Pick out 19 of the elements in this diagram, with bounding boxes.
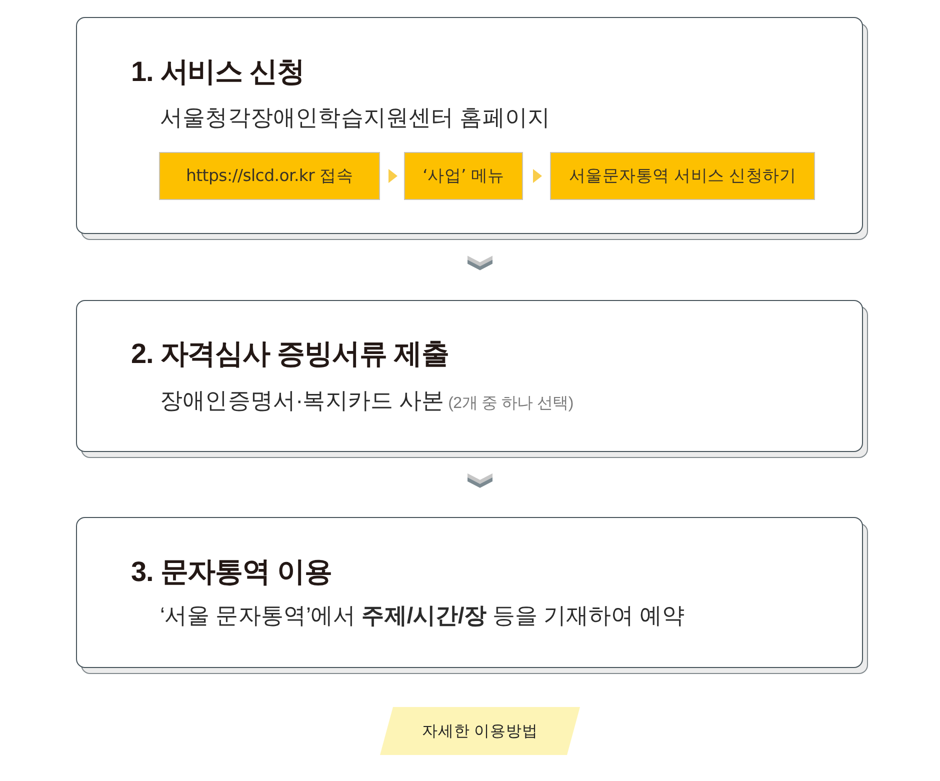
step-box: 서울문자통역 서비스 신청하기	[550, 152, 815, 200]
step-title: 3. 문자통역 이용	[131, 555, 332, 589]
step-box: ‘사업’ 메뉴	[404, 152, 523, 200]
triangle-arrow	[533, 169, 542, 183]
step-description: 장애인증명서·복지카드 사본	[160, 388, 444, 413]
step-title: 2. 자격심사 증빙서류 제출	[131, 337, 449, 371]
step-description: ‘서울 문자통역’에서 주제/시간/장 등을 기재하여 예약	[160, 603, 685, 628]
step-card	[76, 517, 868, 674]
step-title: 1. 서비스 신청	[131, 55, 305, 89]
double-chevron-arrow	[468, 256, 492, 270]
note-text: (2개 중 하나 선택)	[448, 395, 574, 412]
step-card	[76, 17, 868, 240]
info-banner	[380, 707, 580, 755]
step-card	[76, 300, 868, 458]
double-chevron-arrow	[468, 473, 492, 488]
step-description: 서울청각장애인학습지원센터 홈페이지	[160, 105, 550, 130]
step-box: https://slcd.or.kr 접속	[159, 152, 380, 200]
triangle-arrow	[388, 169, 398, 183]
banner-text: 자세한 이용방법	[420, 722, 540, 742]
